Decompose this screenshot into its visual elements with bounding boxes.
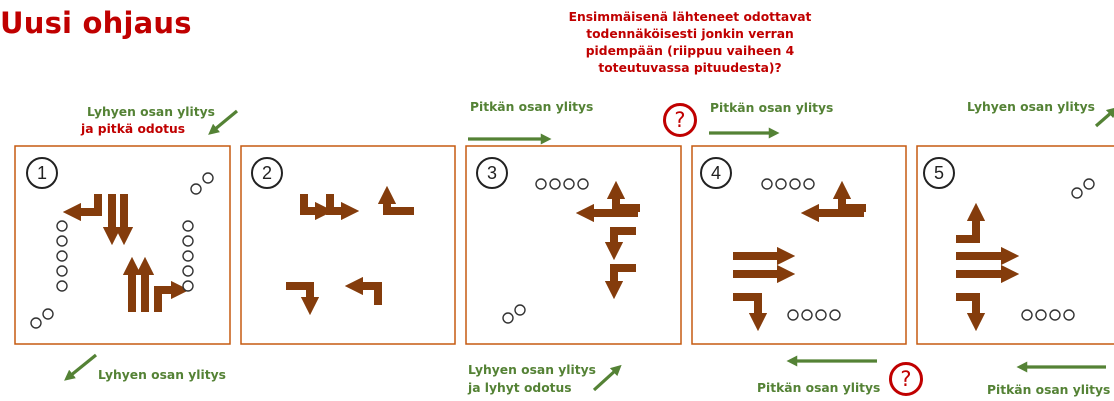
phase-1-bottom-label: Lyhyen osan ylitys bbox=[98, 368, 226, 382]
phase-3-wait-label: ja lyhyt odotus bbox=[468, 381, 572, 395]
pedestrian-circles bbox=[30, 172, 1095, 329]
phase-5-bottom-label: Pitkän osan ylitys bbox=[987, 383, 1111, 397]
phase-4-bottom-label: Pitkän osan ylitys bbox=[757, 381, 881, 395]
phase-1-frame bbox=[14, 145, 231, 345]
phase-1-top-label: Lyhyen osan ylitys bbox=[87, 105, 215, 119]
phase-number-5: 5 bbox=[923, 157, 955, 189]
question-mark-icon: ? bbox=[663, 103, 697, 137]
phase-4-frame bbox=[691, 145, 907, 345]
phase-4-top-label: Pitkän osan ylitys bbox=[710, 101, 834, 115]
phase-1-wait-label: ja pitkä odotus bbox=[81, 122, 186, 136]
phase-2-frame bbox=[240, 145, 456, 345]
phase-3-top-label: Pitkän osan ylitys bbox=[470, 100, 594, 114]
phase-number-2: 2 bbox=[251, 157, 283, 189]
question-mark-icon: ? bbox=[889, 362, 923, 396]
phase-3-frame bbox=[465, 145, 682, 345]
phase-5-top-label: Lyhyen osan ylitys bbox=[967, 100, 1095, 114]
green-crossing-arrows bbox=[64, 106, 1114, 392]
phase-number-3: 3 bbox=[476, 157, 508, 189]
page-title: Uusi ohjaus bbox=[0, 6, 192, 40]
phase-number-4: 4 bbox=[700, 157, 732, 189]
traffic-arrows bbox=[62, 180, 1020, 332]
phase-3-bottom-label: Lyhyen osan ylitys bbox=[468, 363, 596, 377]
question-note: Ensimmäisenä lähteneet odottavat todennä… bbox=[568, 10, 812, 75]
phase-number-1: 1 bbox=[26, 157, 58, 189]
phase-5-frame bbox=[916, 145, 1114, 345]
